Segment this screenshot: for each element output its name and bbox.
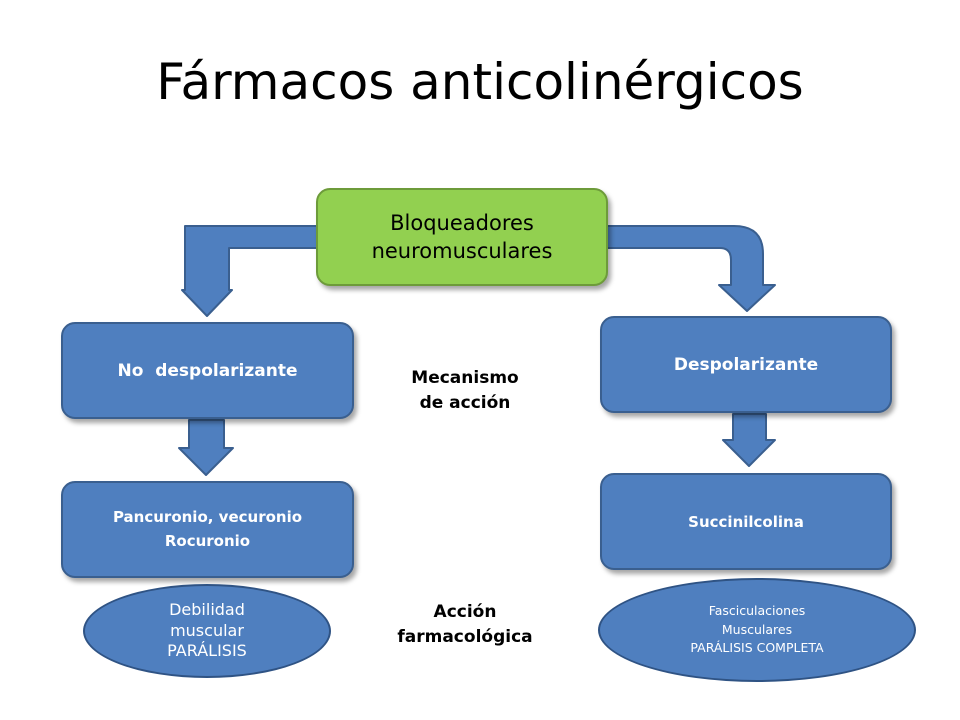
node-no-despolarizante-label: No despolarizante	[117, 360, 298, 381]
ellipse-right-effect: Fasciculaciones Musculares PARÁLISIS COM…	[598, 578, 916, 682]
root-node-bloqueadores: Bloqueadores neuromusculares	[316, 188, 608, 286]
arrow-root-to-despolarizante	[605, 225, 776, 312]
arrow-despolarizante-to-drugs	[722, 413, 776, 467]
right-drugs-line-1: Succinilcolina	[688, 512, 804, 531]
page-title: Fármacos anticolinérgicos	[156, 53, 804, 111]
action-line-1: Acción	[433, 602, 497, 622]
arrow-no-despolarizante-to-drugs	[178, 419, 234, 476]
mechanism-line-1: Mecanismo	[411, 368, 519, 388]
right-effect-line-1: Fasciculaciones	[708, 602, 806, 618]
node-left-drugs: Pancuronio, vecuronio Rocuronio	[61, 481, 354, 578]
ellipse-left-effect: Debilidad muscular PARÁLISIS	[83, 584, 331, 678]
right-effect-line-3: PARÁLISIS COMPLETA	[690, 640, 824, 656]
left-effect-line-3: PARÁLISIS	[167, 641, 247, 661]
root-line-2: neuromusculares	[371, 239, 553, 263]
action-line-2: farmacológica	[397, 626, 533, 647]
label-accion-farmacologica: Acción farmacológica	[380, 600, 550, 649]
node-no-despolarizante: No despolarizante	[61, 322, 354, 419]
left-effect-line-2: muscular	[170, 620, 244, 640]
node-right-drugs: Succinilcolina	[600, 473, 892, 570]
label-mecanismo-de-accion: Mecanismo de acción	[380, 366, 550, 415]
left-drugs-line-1: Pancuronio, vecuronio	[112, 508, 303, 527]
arrow-root-to-no-despolarizante	[181, 225, 319, 317]
node-despolarizante-label: Despolarizante	[673, 354, 819, 375]
left-drugs-line-2: Rocuronio	[164, 531, 251, 550]
right-effect-line-2: Musculares	[721, 621, 793, 637]
mechanism-line-2: de acción	[419, 392, 511, 413]
left-effect-line-1: Debilidad	[169, 599, 245, 619]
root-line-1: Bloqueadores	[390, 210, 534, 235]
node-despolarizante: Despolarizante	[600, 316, 892, 413]
